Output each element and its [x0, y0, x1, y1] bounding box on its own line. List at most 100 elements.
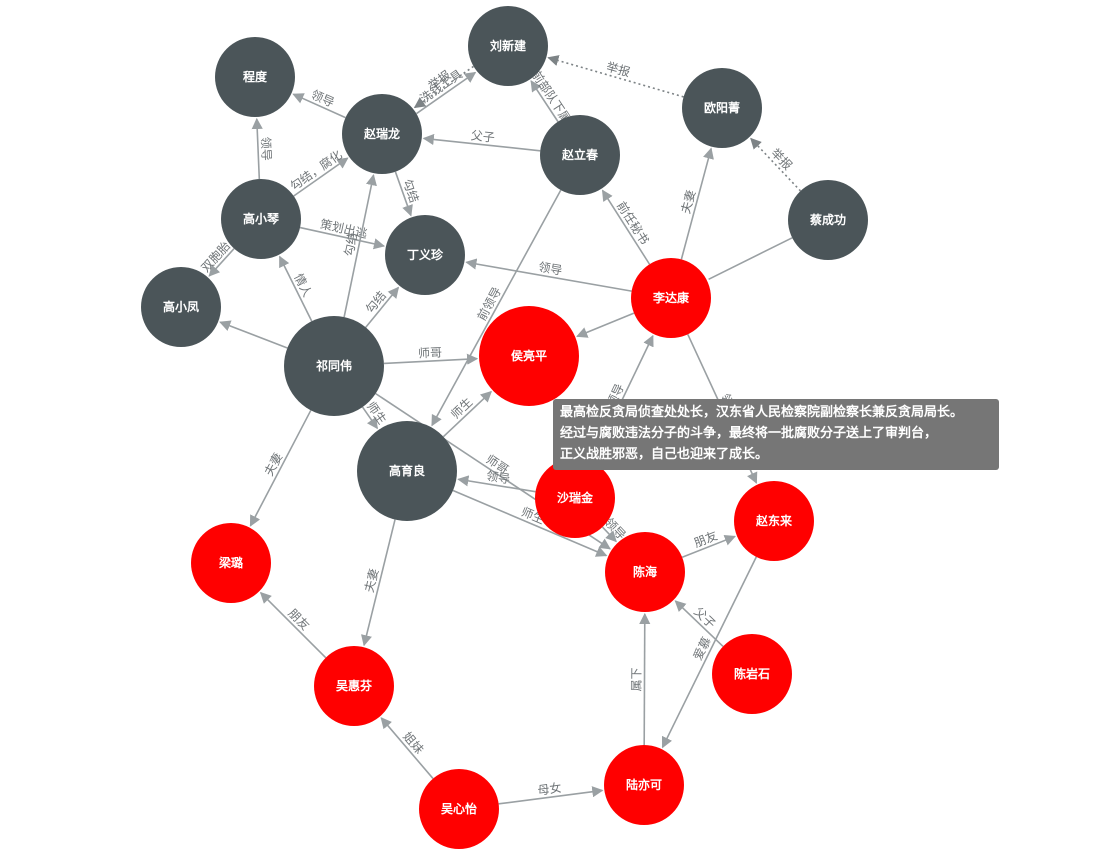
node-houliangping[interactable]: 侯亮平 [479, 306, 579, 406]
node-circle[interactable] [540, 115, 620, 195]
node-gaoxiaoqin[interactable]: 高小琴 [221, 179, 301, 259]
edge-shaoruijin-chenhai [601, 526, 617, 543]
node-label: 刘新建 [490, 38, 527, 53]
edge-qitongwei-gaoyuliang [361, 406, 378, 430]
edge-label-ouyangjing-liuxinjian: 举报 [605, 59, 632, 80]
node-label: 欧阳菁 [704, 100, 740, 115]
node-label: 蔡成功 [809, 212, 846, 227]
node-caichenggong[interactable]: 蔡成功 [788, 180, 868, 260]
node-dingyizhen[interactable]: 丁义珍 [385, 215, 465, 295]
edge-gaoyuliang-houliangping [442, 390, 492, 438]
edge-zhaorulong-liuxinjian [416, 71, 477, 115]
node-label: 吴惠芬 [336, 678, 373, 693]
edge-zhaodonglai-luyike [661, 556, 758, 749]
node-zhaolichun[interactable]: 赵立春 [540, 115, 620, 195]
node-label: 沙瑞金 [557, 490, 594, 505]
edge-lidakang-houliangping [576, 312, 635, 338]
node-circle[interactable] [284, 316, 384, 416]
node-label: 陈海 [633, 564, 657, 579]
node-circle[interactable] [479, 306, 579, 406]
node-qitongwei[interactable]: 祁同伟 [284, 316, 384, 416]
node-circle[interactable] [419, 769, 499, 849]
edge-gaoyuliang-chenhai [452, 489, 608, 557]
node-circle[interactable] [631, 258, 711, 338]
node-lidakang[interactable]: 李达康 [631, 258, 711, 338]
node-zhaodonglai[interactable]: 赵东来 [734, 481, 814, 561]
edge-wuxinyi-wuhuifen [380, 717, 434, 780]
node-label: 李达康 [652, 290, 690, 305]
node-circle[interactable] [314, 646, 394, 726]
node-ouyangjing[interactable]: 欧阳菁 [682, 68, 762, 148]
edge-zhaolichun-gaoyuliang [431, 189, 562, 427]
edge-label-lidakang-ouyangjing: 夫妻 [679, 188, 699, 215]
node-wuhuifen[interactable]: 吴惠芬 [314, 646, 394, 726]
node-liuxinjian[interactable]: 刘新建 [468, 6, 548, 86]
edge-label-wuxinyi-luyike: 母女 [537, 780, 563, 798]
node-label: 高小琴 [243, 211, 280, 226]
edge-zhaolichun-zhaorulong [422, 133, 541, 152]
edge-label-wuxinyi-wuhuifen: 姐妹 [400, 729, 426, 756]
node-chengdu[interactable]: 程度 [215, 37, 295, 117]
node-circle[interactable] [215, 37, 295, 117]
node-liangpu[interactable]: 梁璐 [191, 523, 271, 603]
node-gaoxiaofeng[interactable]: 高小凤 [141, 267, 221, 347]
node-chenhai[interactable]: 陈海 [605, 532, 685, 612]
node-circle[interactable] [788, 180, 868, 260]
node-label: 赵瑞龙 [363, 126, 400, 141]
node-label: 陈岩石 [734, 666, 770, 681]
node-circle[interactable] [734, 481, 814, 561]
node-circle[interactable] [682, 68, 762, 148]
node-zhaorulong[interactable]: 赵瑞龙 [342, 94, 422, 174]
edge-gaoyuliang-wuhuifen [361, 519, 396, 647]
edge-lidakang-ouyangjing [680, 147, 714, 260]
node-label: 梁璐 [218, 555, 243, 570]
edge-label-chenhai-zhaodonglai: 朋友 [692, 529, 719, 551]
tooltip-line-1: 最高检反贪局侦查处处长，汉东省人民检察院副检察长兼反贪局局长。 [560, 405, 964, 420]
edge-zhaorulong-chengdu [292, 93, 346, 119]
node-label: 赵东来 [755, 513, 793, 528]
edge-gaoxiaoqin-zhaorulong [293, 157, 349, 197]
node-circle[interactable] [385, 215, 465, 295]
edge-label-qitongwei-zhaorulong: 勾结 [342, 231, 361, 257]
node-circle[interactable] [342, 94, 422, 174]
node-circle[interactable] [221, 179, 301, 259]
node-circle[interactable] [604, 745, 684, 825]
tooltip-line-3: 正义战胜邪恶，自己也迎来了成长。 [560, 447, 769, 462]
node-chenyanshi[interactable]: 陈岩石 [712, 634, 792, 714]
edge-label-luyike-chenhai: 属下 [629, 667, 643, 691]
node-luyike[interactable]: 陆亦可 [604, 745, 684, 825]
node-label: 陆亦可 [626, 777, 662, 792]
edge-qitongwei-zhaorulong [343, 174, 377, 318]
node-label: 高小凤 [163, 299, 199, 314]
edge-gaoxiaoqin-gaoxiaofeng [208, 248, 235, 277]
node-circle[interactable] [605, 532, 685, 612]
edge-label-shaoruijin-gaoyuliang: 领导 [485, 469, 511, 487]
edge-gaoxiaoqin-dingyizhen [299, 226, 386, 250]
edge-label-wuhuifen-liangpu: 朋友 [285, 606, 312, 633]
node-wuxinyi[interactable]: 吴心怡 [419, 769, 499, 849]
edge-label-zhaorulong-dingyizhen: 勾结 [400, 177, 421, 204]
node-shaoruijin[interactable]: 沙瑞金 [535, 458, 615, 538]
edge-liuxinjian-zhaorulong [413, 65, 474, 109]
node-circle[interactable] [141, 267, 221, 347]
node-label: 吴心怡 [441, 801, 477, 816]
edge-label-gaoxiaoqin-zhaorulong: 勾结，腐化 [287, 147, 345, 194]
node-label: 赵立春 [561, 147, 599, 162]
edge-label-qitongwei-dingyizhen: 勾结 [363, 289, 389, 316]
edge-qitongwei-gaoxiaofeng [219, 320, 288, 349]
edge-qitongwei-gaoxiaoqin [278, 255, 313, 322]
node-label: 丁义珍 [407, 247, 444, 262]
node-circle[interactable] [535, 458, 615, 538]
edge-qitongwei-dingyizhen [365, 286, 400, 328]
node-circle[interactable] [712, 634, 792, 714]
node-circle[interactable] [357, 421, 457, 521]
edge-label-gaoyuliang-wuhuifen: 夫妻 [362, 567, 381, 594]
node-circle[interactable] [191, 523, 271, 603]
edge-label-zhaolichun-zhaorulong: 父子 [470, 128, 495, 144]
node-circle[interactable] [468, 6, 548, 86]
node-gaoyuliang[interactable]: 高育良 [357, 421, 457, 521]
edge-label-lidakang-dingyizhen: 领导 [537, 260, 563, 278]
edge-zhaolichun-liuxinjian [530, 80, 559, 123]
